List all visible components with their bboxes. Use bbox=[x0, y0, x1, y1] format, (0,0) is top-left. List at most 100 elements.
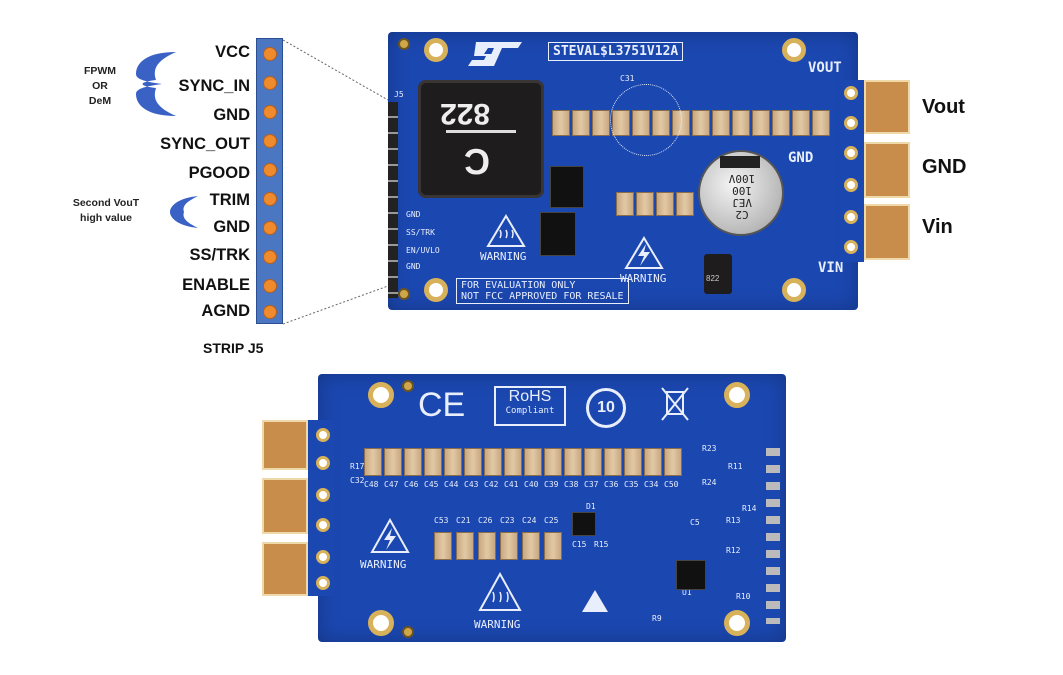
terminal-label-gnd: GND bbox=[922, 156, 967, 178]
bottom-cap-row-2 bbox=[434, 532, 564, 560]
warning-text: WARNING bbox=[480, 250, 527, 263]
cap-label: C36 bbox=[604, 480, 619, 489]
terminal-pad bbox=[864, 204, 910, 260]
pin-dot bbox=[263, 76, 277, 90]
terminal-edge bbox=[308, 420, 334, 596]
mounting-hole bbox=[782, 38, 806, 62]
bottom-cap-row-labels: C48 C47 C46 C45 C44 C43 C42 C41 C40 C39 … bbox=[364, 480, 694, 494]
part-label: R15 bbox=[594, 540, 609, 549]
st-logo-icon bbox=[468, 42, 522, 66]
part-label: C32 bbox=[350, 476, 365, 485]
warning-text: WARNING bbox=[620, 272, 667, 285]
pin-labels: VCC SYNC_IN GND SYNC_OUT PGOOD TRIM GND … bbox=[100, 40, 250, 330]
top-board: STEVAL$L3751V12A 822 C J5 GND SS/TRK EN/… bbox=[388, 32, 858, 310]
inductor-code: 822 bbox=[440, 97, 491, 130]
cap-row-top bbox=[552, 110, 832, 136]
mounting-hole bbox=[724, 610, 750, 636]
part-label: R10 bbox=[736, 592, 751, 601]
mounting-hole bbox=[782, 278, 806, 302]
terminal-hole bbox=[844, 116, 858, 130]
electric-warning-icon bbox=[624, 236, 664, 269]
capacitor bbox=[544, 448, 562, 476]
capacitor bbox=[384, 448, 402, 476]
header-pins-right bbox=[766, 448, 780, 624]
capacitor bbox=[732, 110, 750, 136]
pin-label: TRIM bbox=[209, 191, 250, 209]
capacitor bbox=[504, 448, 522, 476]
vin-silk: VIN bbox=[818, 260, 844, 276]
cap-label: C53 bbox=[434, 516, 449, 525]
ic-chip bbox=[550, 166, 584, 208]
cap-label: C43 bbox=[464, 480, 479, 489]
silk-circle bbox=[610, 84, 682, 156]
capacitor bbox=[364, 448, 382, 476]
cap-label: C37 bbox=[584, 480, 599, 489]
pin-dot bbox=[263, 134, 277, 148]
capacitor bbox=[584, 448, 602, 476]
ce-mark: CE bbox=[418, 386, 466, 424]
rohs-badge: RoHS Compliant bbox=[494, 386, 566, 426]
terminal-pad bbox=[864, 142, 910, 198]
small-inductor-code: 822 bbox=[706, 274, 720, 283]
terminal-hole bbox=[316, 550, 330, 564]
part-label: R17 bbox=[350, 462, 365, 471]
warning-text: WARNING bbox=[360, 558, 407, 571]
pin-label: VCC bbox=[215, 43, 250, 61]
pin-label: GND bbox=[213, 106, 250, 124]
terminal-label-vin: Vin bbox=[922, 216, 953, 238]
capacitor bbox=[434, 532, 452, 560]
cap-row-lower bbox=[616, 192, 706, 216]
j5-label: J5 bbox=[394, 90, 404, 99]
ic-chip bbox=[676, 560, 706, 590]
capacitor bbox=[712, 110, 730, 136]
mounting-hole bbox=[424, 38, 448, 62]
pin-dot bbox=[263, 163, 277, 177]
capacitor bbox=[656, 192, 674, 216]
cap-label: C39 bbox=[544, 480, 559, 489]
pin-label: SYNC_IN bbox=[178, 77, 250, 95]
bottom-board: CE RoHS Compliant 10 C48 C47 C46 C45 C44 bbox=[318, 374, 786, 642]
hot-surface-warning-icon bbox=[478, 572, 522, 611]
capacitor bbox=[404, 448, 422, 476]
capacitor bbox=[676, 192, 694, 216]
cap-label: C24 bbox=[522, 516, 537, 525]
capacitor bbox=[792, 110, 810, 136]
brace-icon bbox=[170, 196, 198, 228]
part-label: R24 bbox=[702, 478, 717, 487]
capacitor bbox=[444, 448, 462, 476]
capacitor bbox=[664, 448, 682, 476]
bottom-cap-row-2-labels: C53 C21 C26 C23 C24 C25 bbox=[434, 516, 564, 528]
pin-silk: EN/UVLO bbox=[406, 246, 440, 255]
header-j5 bbox=[388, 102, 398, 298]
capacitor bbox=[544, 532, 562, 560]
capacitor bbox=[592, 110, 610, 136]
capacitor bbox=[752, 110, 770, 136]
esd-warning-icon bbox=[582, 590, 608, 612]
terminal-hole bbox=[316, 518, 330, 532]
capacitor bbox=[522, 532, 540, 560]
trim-note: Second VouT high value bbox=[72, 197, 140, 224]
electrolytic-capacitor: C2 VEJ 100 100V bbox=[698, 150, 784, 236]
small-inductor: 822 bbox=[704, 254, 732, 294]
part-label: R11 bbox=[728, 462, 743, 471]
part-label: U1 bbox=[682, 588, 692, 597]
cap-label: C48 bbox=[364, 480, 379, 489]
part-label: R23 bbox=[702, 444, 717, 453]
capacitor bbox=[478, 532, 496, 560]
via bbox=[402, 626, 414, 638]
terminal-hole bbox=[316, 488, 330, 502]
via bbox=[402, 380, 414, 392]
terminal-block bbox=[840, 80, 910, 262]
brace-icon bbox=[136, 52, 176, 116]
pin-silk: SS/TRK bbox=[406, 228, 435, 237]
cap-label: C50 bbox=[664, 480, 679, 489]
pin-silk: GND bbox=[406, 262, 421, 271]
capacitor bbox=[564, 448, 582, 476]
terminal-label-vout: Vout bbox=[922, 96, 965, 118]
mounting-hole bbox=[368, 382, 394, 408]
pin-label: GND bbox=[213, 218, 250, 236]
terminal-pad bbox=[262, 478, 308, 534]
electric-warning-icon bbox=[370, 518, 410, 553]
warning-text: WARNING bbox=[474, 618, 521, 631]
capacitor bbox=[616, 192, 634, 216]
